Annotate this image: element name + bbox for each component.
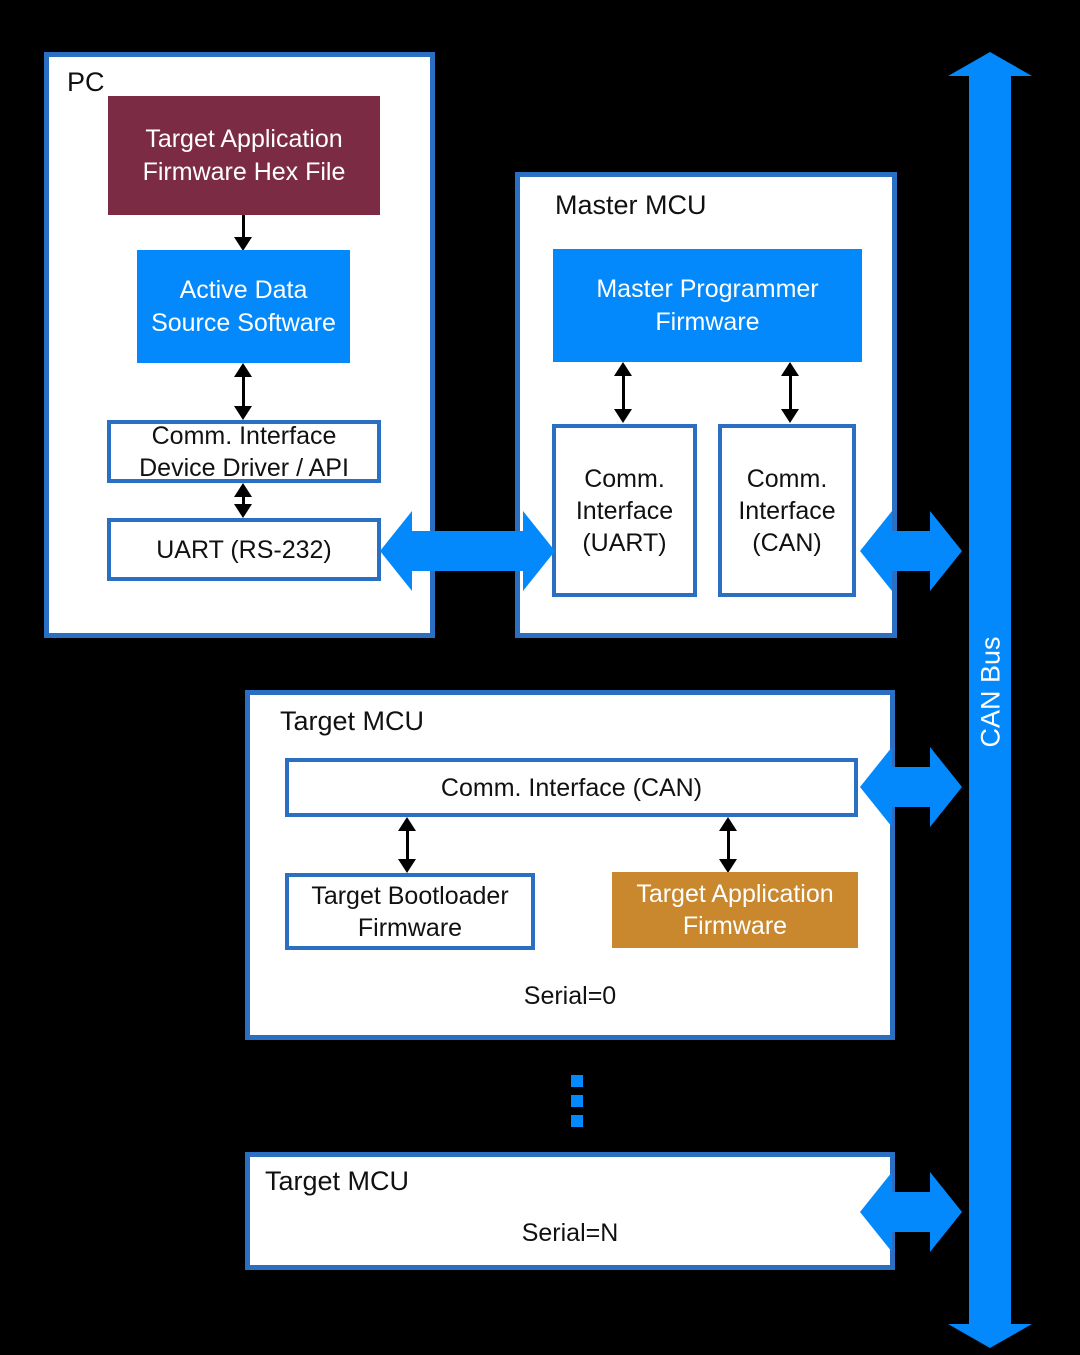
master-programmer-box: Master Programmer Firmware xyxy=(553,249,862,362)
double-arrow-programmer-uart xyxy=(614,362,632,423)
ellipsis-dot xyxy=(571,1075,583,1087)
double-arrow-can-bootloader xyxy=(398,817,416,873)
arrow-head-icon xyxy=(719,859,737,873)
arrow-head-icon xyxy=(234,363,252,377)
pc-label: PC xyxy=(67,67,105,97)
target-mcu-n-label: Target MCU xyxy=(265,1166,410,1196)
serial-0-label: Serial=0 xyxy=(523,982,617,1010)
arrow-head-icon xyxy=(380,511,412,591)
arrow-head-icon xyxy=(398,817,416,831)
ellipsis-dot xyxy=(571,1095,583,1107)
double-arrow-programmer-can xyxy=(781,362,799,423)
double-arrow-driver-uart xyxy=(234,483,252,518)
master-mcu-label: Master MCU xyxy=(555,190,707,220)
uart-box: UART (RS-232) xyxy=(107,518,381,581)
arrow-head-icon xyxy=(930,511,962,591)
arrow-head-icon xyxy=(398,859,416,873)
arrow-head-icon xyxy=(860,511,892,591)
hex-file-box: Target Application Firmware Hex File xyxy=(108,96,380,215)
arrow-head-icon xyxy=(781,409,799,423)
target-mcu-0-label: Target MCU xyxy=(280,706,425,736)
down-arrow-hex-to-source xyxy=(234,215,252,251)
arrow-head-icon xyxy=(614,409,632,423)
arrow-head-icon xyxy=(781,362,799,376)
arrow-head-icon xyxy=(930,1172,962,1252)
target-comm-can-box: Comm. Interface (CAN) xyxy=(285,758,858,817)
arrow-head-icon xyxy=(860,747,892,827)
arrow-head-icon xyxy=(234,406,252,420)
can-bus-arrow xyxy=(948,52,1032,1348)
arrow-head-icon xyxy=(614,362,632,376)
target-mcu-0-box: Target MCU Comm. Interface (CAN) Target … xyxy=(245,690,895,1040)
comm-interface-can-box: Comm. Interface (CAN) xyxy=(718,424,856,597)
target-bootloader-box: Target Bootloader Firmware xyxy=(285,873,535,950)
can-bus-label: CAN Bus xyxy=(975,636,1006,748)
double-arrow-source-driver xyxy=(234,363,252,420)
arrow-head-icon xyxy=(860,1172,892,1252)
comm-driver-box: Comm. Interface Device Driver / API xyxy=(107,420,381,483)
master-mcu-box: Master MCU Master Programmer Firmware Co… xyxy=(515,172,897,638)
target-application-box: Target Application Firmware xyxy=(612,872,858,948)
comm-interface-uart-box: Comm. Interface (UART) xyxy=(552,424,697,597)
ellipsis-dot xyxy=(571,1115,583,1127)
arrow-head-icon xyxy=(523,511,555,591)
active-data-source-box: Active Data Source Software xyxy=(137,250,350,363)
h-arrow-targetn-bus xyxy=(860,1172,962,1252)
double-arrow-can-application xyxy=(719,817,737,873)
serial-n-label: Serial=N xyxy=(521,1219,619,1247)
arrow-head-icon xyxy=(234,504,252,518)
h-arrow-target0-bus xyxy=(860,747,962,827)
arrow-head-icon xyxy=(948,52,1032,76)
h-arrow-pc-master xyxy=(380,511,555,591)
target-mcu-n-box: Target MCU Serial=N xyxy=(245,1152,895,1270)
h-arrow-master-bus xyxy=(860,511,962,591)
arrow-head-icon xyxy=(234,483,252,497)
arrow-head-icon xyxy=(948,1324,1032,1348)
pc-box: PC Target Application Firmware Hex File … xyxy=(44,52,435,638)
arrow-head-icon xyxy=(930,747,962,827)
arrow-head-icon xyxy=(719,817,737,831)
arrow-head-icon xyxy=(234,237,252,251)
